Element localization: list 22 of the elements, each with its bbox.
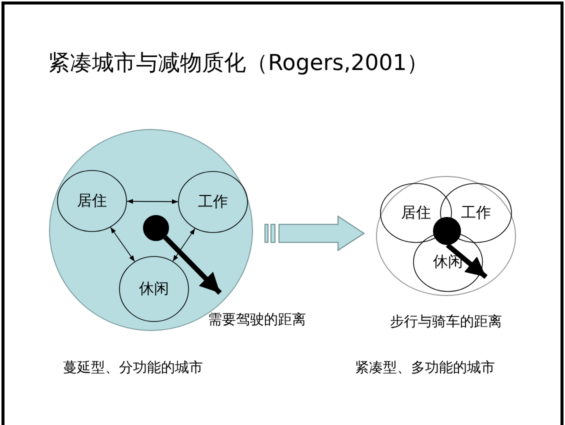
distance-arrow	[163, 236, 222, 295]
zone-label: 休闲	[139, 280, 169, 298]
slide-title: 紧凑城市与减物质化（Rogers,2001）	[48, 50, 429, 78]
arrow	[126, 198, 178, 204]
zone-ellipse	[57, 170, 127, 232]
zone-label: 居住	[401, 204, 431, 222]
zone-ellipse	[119, 256, 189, 322]
zone-label: 居住	[77, 192, 107, 210]
city-caption: 紧凑型、多功能的城市	[355, 359, 495, 377]
arrow	[110, 226, 136, 262]
center-dot	[143, 215, 169, 241]
zone-ellipse	[178, 171, 248, 233]
city-circle	[376, 176, 516, 296]
arrow	[172, 228, 196, 262]
distance-caption: 步行与骑车的距离	[390, 313, 502, 331]
city-caption: 蔓延型、分功能的城市	[63, 359, 203, 377]
distance-caption: 需要驾驶的距离	[208, 311, 306, 329]
distance-arrow	[446, 243, 488, 279]
zone-label: 工作	[461, 204, 491, 222]
block-arrow	[264, 215, 365, 252]
center-dot	[433, 217, 461, 245]
zone-label: 工作	[198, 192, 228, 212]
